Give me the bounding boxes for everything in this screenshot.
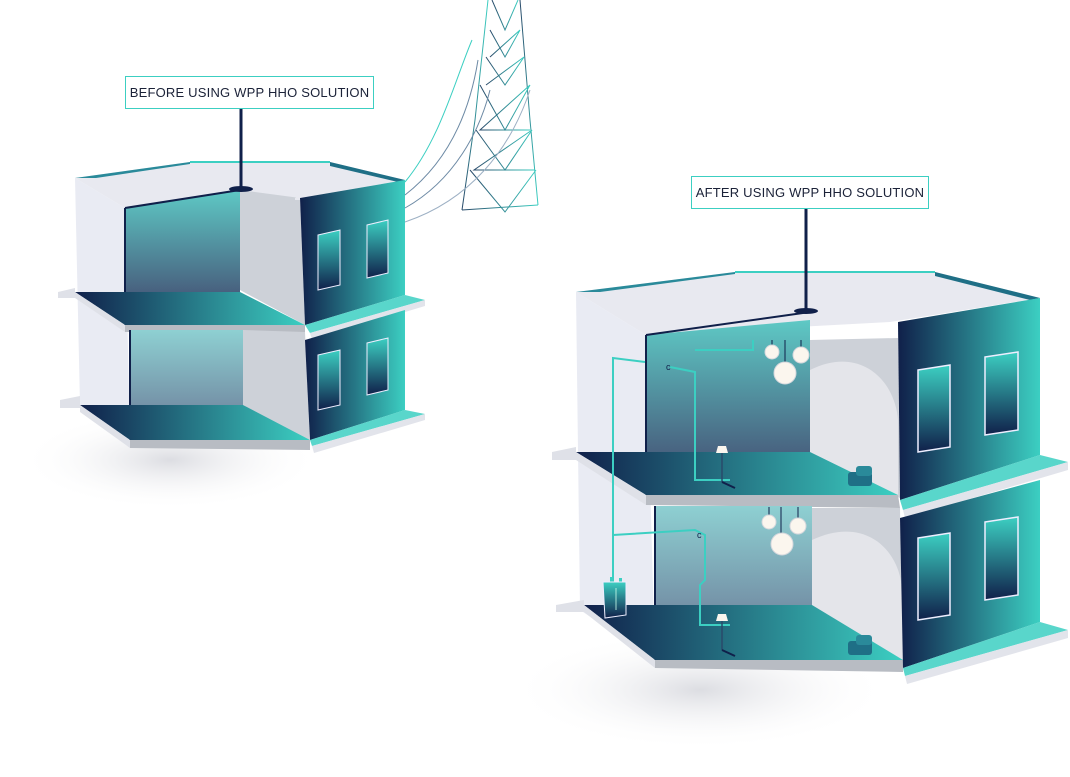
pendant-lamp-icon (761, 507, 807, 556)
facade-upper (300, 180, 405, 325)
floor-lamp-icon (716, 446, 736, 489)
label-before-solution: BEFORE USING WPP HHO SOLUTION (125, 76, 374, 109)
window (917, 364, 951, 453)
back-wall-upper (125, 190, 240, 292)
floor-upper (75, 292, 305, 325)
power-tower-icon (460, 0, 550, 213)
hho-pipes (612, 340, 754, 626)
hho-unit-icon (602, 577, 627, 619)
power-lines (404, 39, 531, 223)
window (917, 532, 951, 621)
back-wall-lower (655, 506, 812, 605)
window (984, 351, 1019, 436)
floor-lamp-icon (716, 614, 736, 657)
back-wall-lower (130, 330, 243, 405)
building-after: c c (510, 208, 1068, 750)
window (366, 337, 389, 396)
window (317, 229, 341, 291)
window (317, 349, 341, 411)
armchair-icon (848, 635, 872, 655)
window (984, 516, 1019, 601)
pendant-lamp-icon (764, 340, 810, 385)
window (366, 219, 389, 279)
label-after-solution: AFTER USING WPP HHO SOLUTION (691, 176, 929, 209)
floor-lower (584, 605, 903, 660)
roof (576, 272, 1040, 335)
floor-upper (576, 452, 898, 495)
wall-socket-icon: c (697, 530, 702, 540)
wall-socket-icon: c (666, 362, 671, 372)
building-before (20, 108, 425, 510)
armchair-icon (848, 466, 872, 486)
floor-lower (80, 405, 310, 440)
